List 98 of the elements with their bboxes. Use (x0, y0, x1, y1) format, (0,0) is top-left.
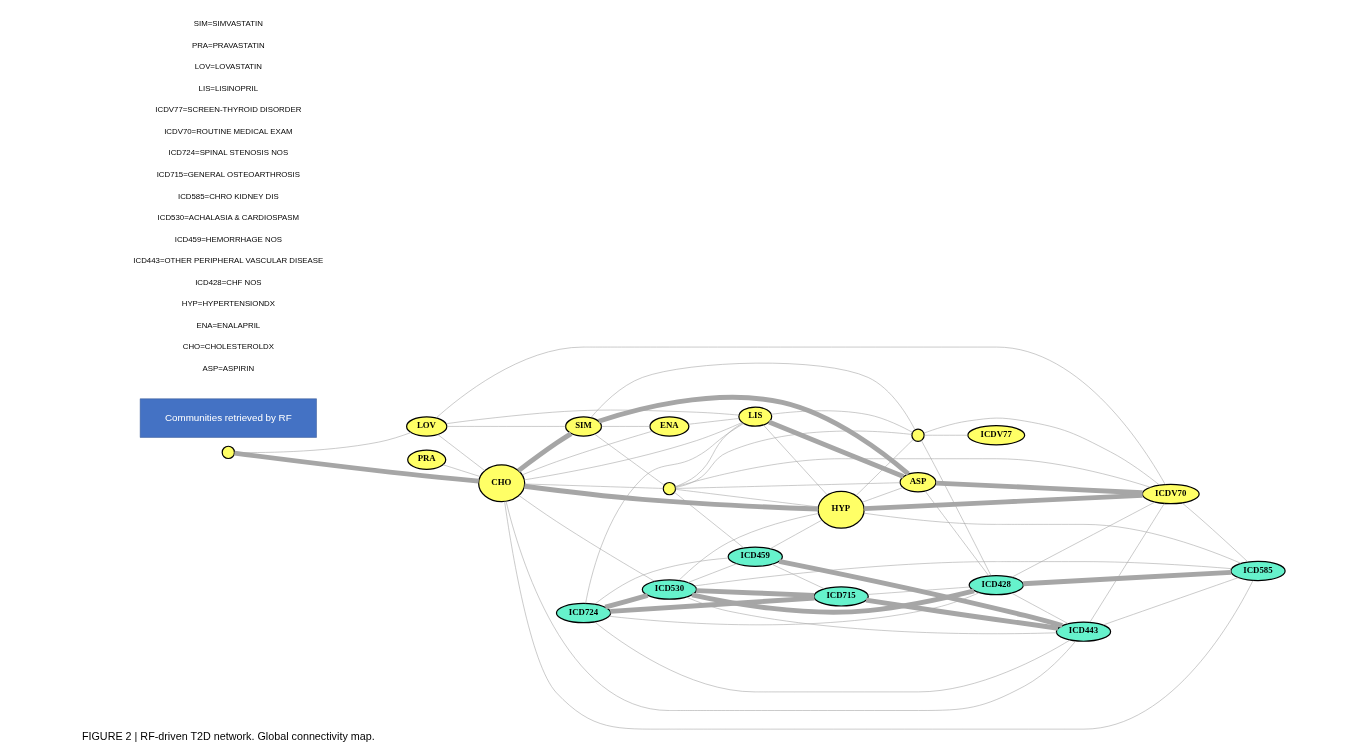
connector (861, 487, 903, 503)
connector (604, 593, 648, 610)
connector (446, 426, 566, 427)
connector (593, 433, 664, 486)
connector (674, 489, 819, 508)
connector (693, 561, 1232, 587)
connector (1102, 577, 1239, 626)
label: ICD715=GENERAL OSTEOARTHROSIS (156, 170, 300, 180)
connector (687, 418, 739, 425)
connector (445, 409, 739, 424)
connector (920, 440, 991, 576)
connector (516, 431, 572, 473)
connector (767, 419, 904, 479)
node-ellipse: ICDV77 (966, 425, 1025, 446)
connector (935, 480, 1143, 496)
connector (437, 434, 485, 471)
connector (923, 417, 1160, 486)
connector (678, 513, 819, 581)
connector (442, 464, 480, 477)
label: ICDV70=ROUTINE MEDICAL EXAM (163, 126, 292, 136)
connector (685, 596, 1057, 635)
connector (673, 492, 744, 549)
node-ellipse: ICDV70 (1141, 483, 1200, 505)
node-ellipse: ICD585 (1229, 560, 1286, 582)
connector (1089, 503, 1165, 623)
caption: FIGURE 2 | RF-driven T2D network. Global connectivity map. (81, 729, 375, 742)
node-circle (662, 481, 676, 496)
node-circle (221, 445, 235, 460)
label: ICD443=OTHER PERIPHERAL VASCULAR DISEASE (132, 256, 323, 266)
node-ellipse: HYP (817, 490, 865, 529)
node-ellipse: ICD459 (727, 546, 783, 567)
node-ellipse: ICD724 (555, 602, 611, 624)
connector (855, 439, 914, 496)
connector (863, 492, 1143, 512)
connector (687, 563, 737, 583)
connector (608, 592, 980, 626)
node-ellipse: ICD530 (641, 579, 697, 600)
connector (1011, 501, 1155, 578)
node-circle (910, 428, 925, 442)
connector (584, 423, 744, 604)
label: ICD428=CHF NOS (194, 277, 262, 287)
connector (923, 434, 968, 436)
connector (695, 588, 814, 598)
node-ellipse: LIS (737, 406, 772, 427)
connector (770, 410, 913, 433)
connector (674, 430, 912, 488)
connector (523, 483, 818, 512)
label: LIS=LISINOPRIL (198, 83, 258, 93)
connector (600, 426, 650, 427)
connector (233, 432, 411, 453)
label: ENA=ENALAPRIL (195, 320, 260, 330)
connector (593, 557, 729, 605)
label: ICD459=HEMORRHAGE NOS (174, 234, 282, 244)
node-ellipse: ENA (648, 416, 689, 437)
connector (523, 422, 742, 481)
node-ellipse: SIM (564, 416, 602, 437)
connector (867, 586, 970, 595)
label: ASP=ASPIRIN (202, 363, 254, 373)
node-ellipse: CHO (477, 464, 525, 503)
connector (769, 519, 822, 549)
connector (674, 422, 743, 488)
label: ICD724=SPINAL STENOSIS NOS (168, 148, 288, 158)
connector (863, 512, 1241, 564)
node-ellipse: PRA (406, 449, 446, 470)
connector (771, 564, 825, 590)
connector (1022, 569, 1231, 587)
node-ellipse: ICD428 (968, 574, 1024, 596)
connector (924, 490, 989, 576)
node-ellipse: ASP (899, 472, 936, 493)
node-ellipse: ICD715 (812, 586, 869, 607)
label: ICD530=ACHALASIA & CARDIOSPASM (157, 213, 299, 223)
connector (1181, 502, 1248, 563)
connector (590, 362, 915, 431)
connector (521, 430, 653, 476)
connector (865, 597, 1058, 631)
connector (597, 394, 910, 476)
connector (1010, 592, 1068, 624)
label: HYP=HYPERTENSIONDX (181, 299, 275, 309)
connector (505, 501, 1076, 711)
label: SIM=SIMVASTATIN (193, 19, 263, 29)
connector (435, 346, 1165, 485)
connector (593, 621, 1070, 693)
connector (524, 483, 663, 489)
connector (778, 558, 1063, 628)
connector (674, 458, 1151, 488)
label: PRA=PRAVASTATIN (191, 40, 265, 50)
label: CHO=CHOLESTEROLDX (182, 342, 274, 352)
label: ICD585=CHRO KIDNEY DIS (177, 191, 279, 201)
connector (674, 482, 900, 489)
node-ellipse: ICD443 (1055, 621, 1111, 642)
label: ICDV77=SCREEN-THYROID DISORDER (154, 105, 301, 115)
connector (609, 595, 815, 614)
label: LOV=LOVASTATIN (194, 62, 262, 72)
connector (762, 424, 828, 496)
node-box: Communities retrieved by RF (139, 398, 317, 438)
connector (518, 495, 655, 582)
connector (503, 501, 1253, 730)
node-ellipse: LOV (405, 416, 447, 437)
